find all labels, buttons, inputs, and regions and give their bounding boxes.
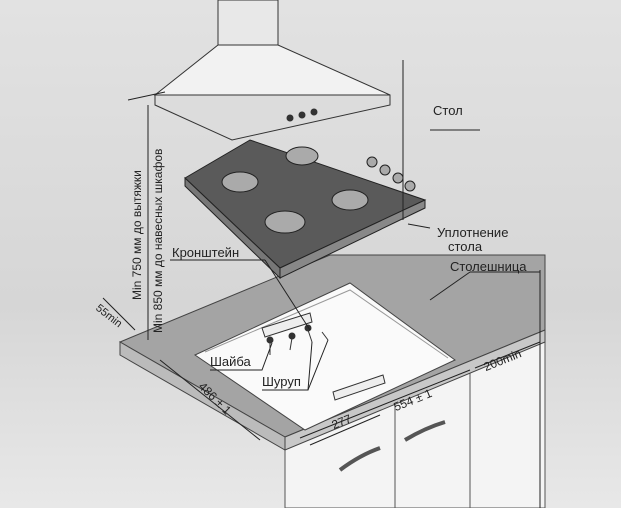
label-min-hood: Min 750 мм до вытяжки [130, 170, 144, 300]
label-seal-2: стола [448, 239, 483, 254]
label-washer: Шайба [210, 354, 251, 369]
label-min-cabinets: Min 850 мм до навесных шкафов [151, 148, 165, 333]
dimension-lines [102, 60, 541, 508]
brackets [261, 312, 386, 401]
label-countertop: Столешница [450, 259, 527, 274]
gas-hob [184, 139, 427, 280]
range-hood [153, 0, 391, 141]
label-bracket: Кронштейн [172, 245, 240, 260]
cabinet [284, 339, 546, 508]
label-seal-1: Уплотнение [437, 225, 509, 240]
cutout [193, 282, 456, 431]
label-table: Стол [433, 103, 463, 118]
label-screw: Шуруп [262, 374, 301, 389]
countertop [118, 254, 546, 451]
